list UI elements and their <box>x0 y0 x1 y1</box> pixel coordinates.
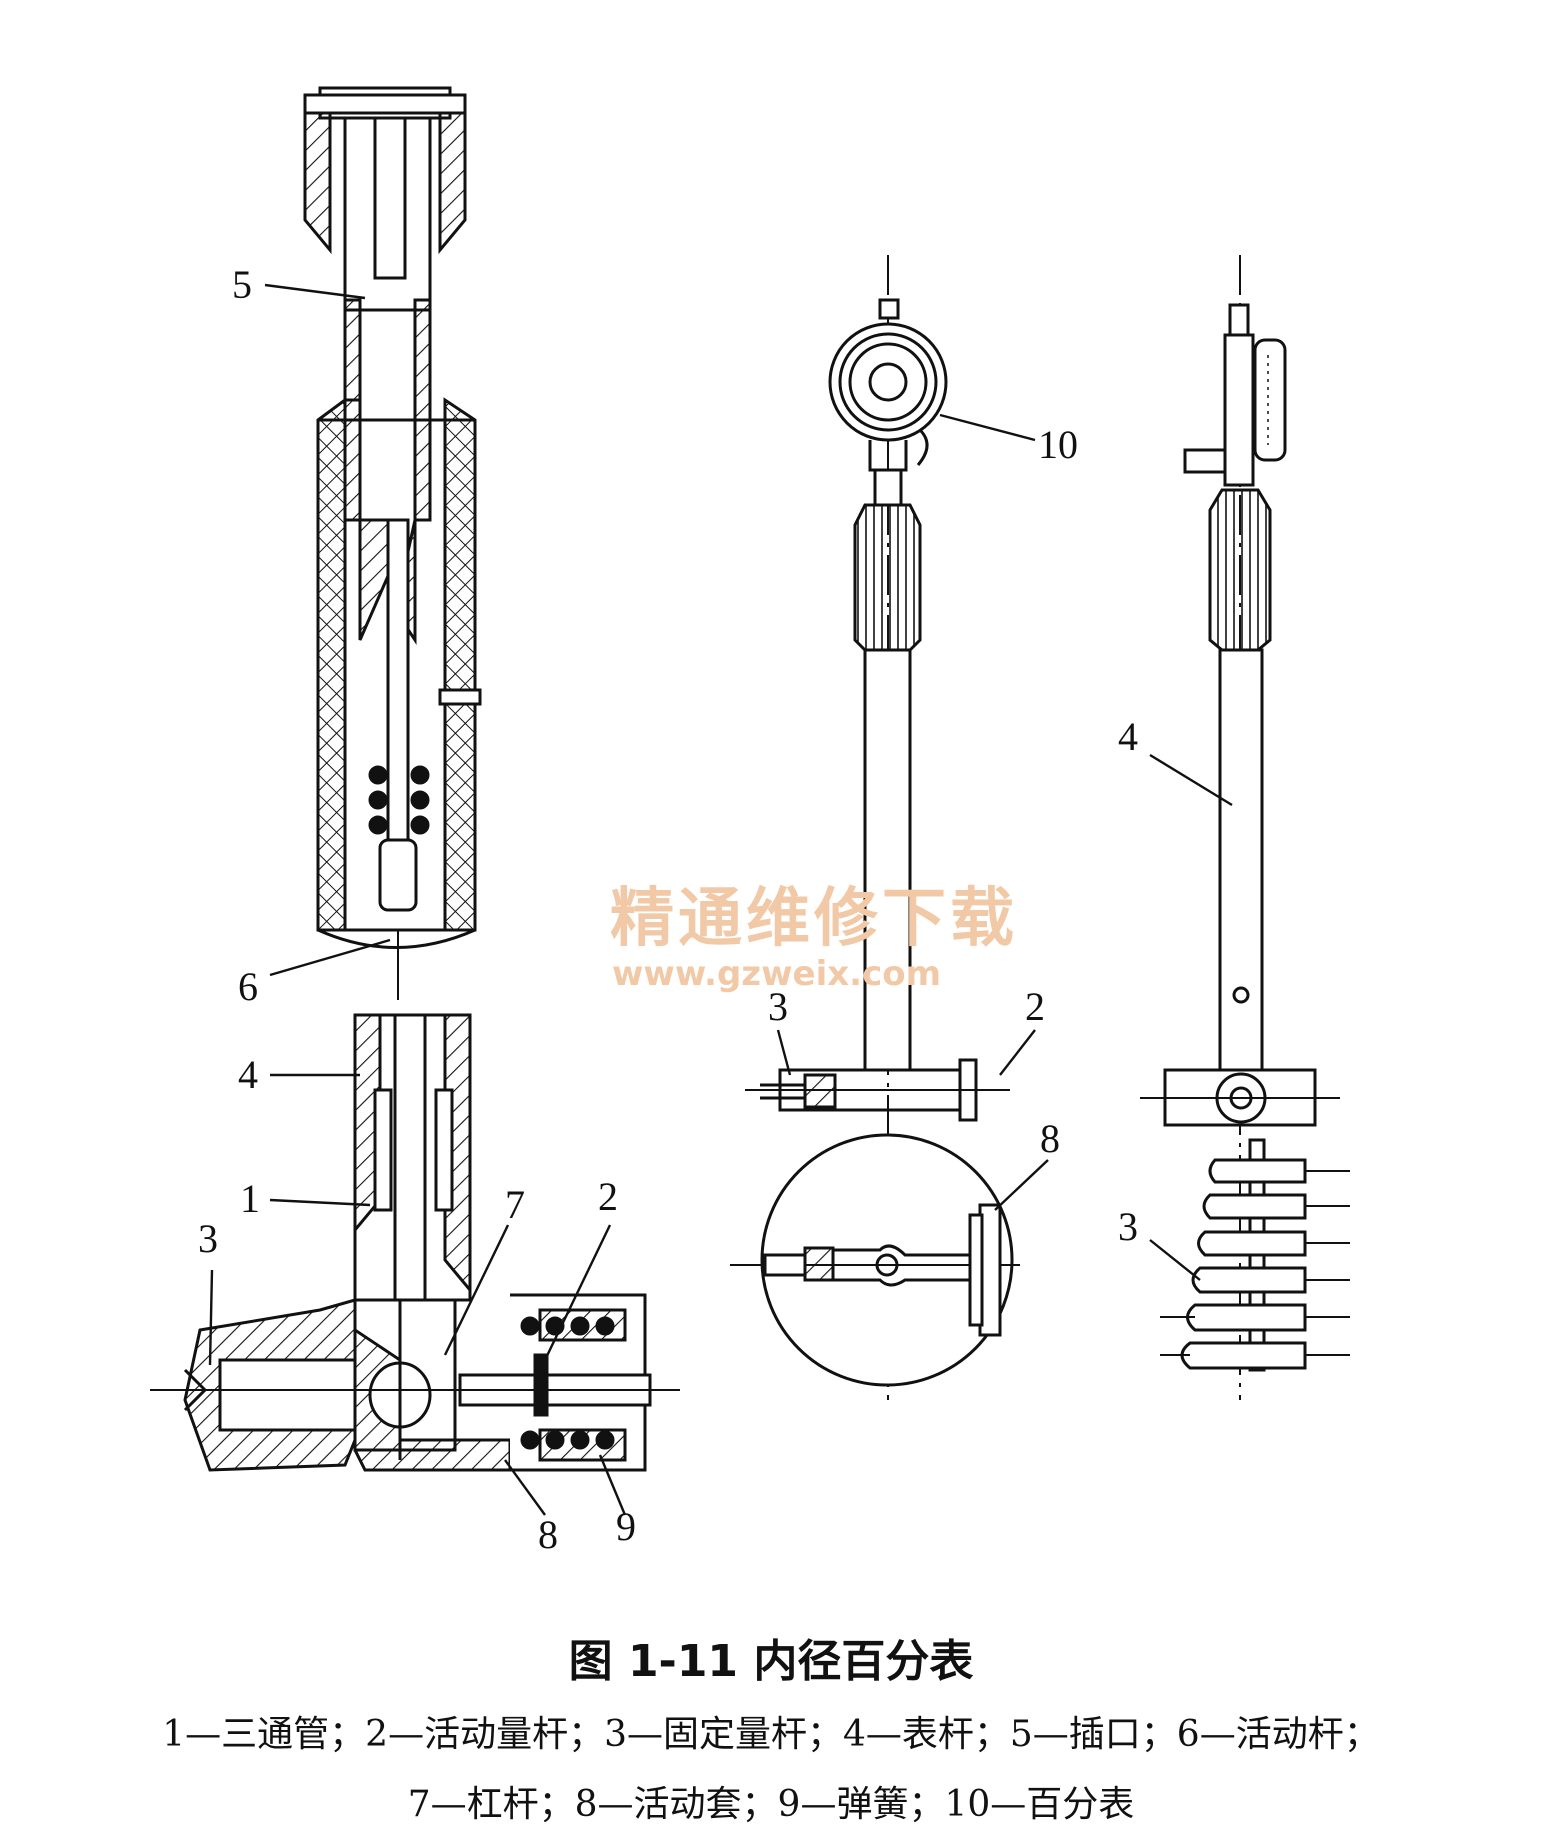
figure-legend-line-2: 7—杠杆；8—活动套；9—弹簧；10—百分表 <box>407 1784 1135 1825</box>
middle-front-view <box>730 255 1020 1400</box>
callout-left-8: 8 <box>538 1512 558 1557</box>
callout-mid-3: 3 <box>768 984 788 1029</box>
callout-left-2: 2 <box>598 1174 618 1219</box>
middle-leader-lines <box>776 413 1049 1211</box>
callout-mid-8: 8 <box>1040 1116 1060 1161</box>
watermark-text: 精通维修下载 <box>610 882 1018 956</box>
left-leader-lines <box>208 283 627 1516</box>
callout-left-4: 4 <box>238 1052 258 1097</box>
callout-right-4: 4 <box>1118 714 1138 759</box>
callout-left-5: 5 <box>232 262 252 307</box>
figure-caption-title: 图 1-11 内径百分表 <box>568 1636 974 1687</box>
right-side-view <box>1140 255 1350 1400</box>
callout-left-6: 6 <box>238 964 258 1009</box>
callout-left-1: 1 <box>240 1176 260 1221</box>
left-section-view <box>150 86 680 1472</box>
callout-mid-2: 2 <box>1025 984 1045 1029</box>
figure-legend-line-1: 1—三通管；2—活动量杆；3—固定量杆；4—表杆；5—插口；6—活动杆； <box>162 1714 1380 1755</box>
callout-left-3: 3 <box>198 1216 218 1261</box>
right-leader-lines <box>1149 753 1233 1281</box>
dial-bore-gauge-diagram: 精通维修下载 www.gzweix.com 5 6 4 1 7 2 3 8 9 … <box>150 86 1350 1557</box>
callout-left-9: 9 <box>616 1504 636 1549</box>
callout-mid-10: 10 <box>1038 422 1078 467</box>
watermark-url: www.gzweix.com <box>612 954 941 994</box>
callout-right-3: 3 <box>1118 1204 1138 1249</box>
callout-left-7: 7 <box>505 1182 525 1227</box>
